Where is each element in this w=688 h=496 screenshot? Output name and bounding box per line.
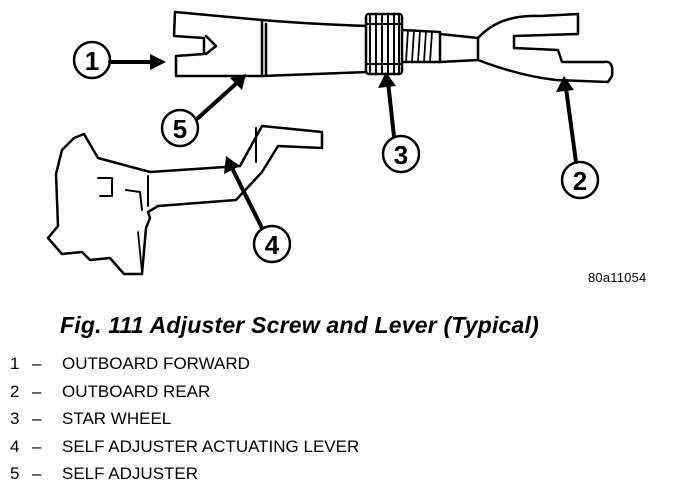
legend-label: OUTBOARD REAR [62,381,211,401]
right-tube [438,32,480,64]
legend-label: STAR WHEEL [62,409,172,429]
legend-label: OUTBOARD FORWARD [62,354,250,373]
callout-number-5: 5 [173,114,187,144]
legend-dash: – [32,464,42,484]
callout-number-4: 4 [265,230,280,260]
arrowhead-3 [378,72,396,88]
parts-legend: 1–OUTBOARD FORWARD 2–OUTBOARD REAR 3–STA… [10,350,359,488]
left-fork [172,10,264,78]
callout-circle-2 [560,160,600,200]
threaded-shaft [400,28,442,64]
legend-number: 1 [10,354,20,373]
callout-number-1: 1 [85,46,99,76]
legend-number: 3 [10,409,20,429]
legend-label: SELF ADJUSTER [62,464,199,484]
adjuster-tube [260,18,370,78]
actuating-lever [46,124,324,276]
legend-label: SELF ADJUSTER ACTUATING LEVER [62,436,360,456]
leader-4 [230,166,264,230]
arrowhead-4 [224,156,240,174]
callout-number-3: 3 [394,140,408,170]
leader-2 [564,86,578,164]
legend-dash: – [32,436,42,456]
callout-circle-3 [381,134,421,174]
figure-caption: Fig. 111 Adjuster Screw and Lever (Typic… [60,312,539,338]
callout-number-2: 2 [573,166,587,196]
legend-number: 5 [10,464,20,484]
legend-item: 5–SELF ADJUSTER [10,460,359,488]
figure-reference-code: 80a11054 [588,270,647,285]
legend-number: 2 [10,381,20,401]
legend-number: 4 [10,436,20,456]
leader-3 [386,80,396,138]
callout-circle-4 [252,224,292,264]
legend-item: 3–STAR WHEEL [10,405,359,433]
arrowhead-1 [150,54,166,70]
legend-item: 4–SELF ADJUSTER ACTUATING LEVER [10,433,359,461]
legend-dash: – [32,381,42,401]
right-fork [476,12,614,84]
star-wheel [364,12,404,76]
adjuster-diagram: 1 5 3 2 4 [46,10,614,276]
callout-circle-5 [160,108,200,148]
arrowhead-5 [230,74,246,90]
arrowhead-2 [556,76,574,92]
legend-dash: – [32,354,42,373]
leader-5 [196,80,240,120]
legend-item: 1– OUTBOARD FORWARD [10,350,359,378]
legend-item: 2–OUTBOARD REAR [10,378,359,406]
legend-dash: – [32,409,42,429]
